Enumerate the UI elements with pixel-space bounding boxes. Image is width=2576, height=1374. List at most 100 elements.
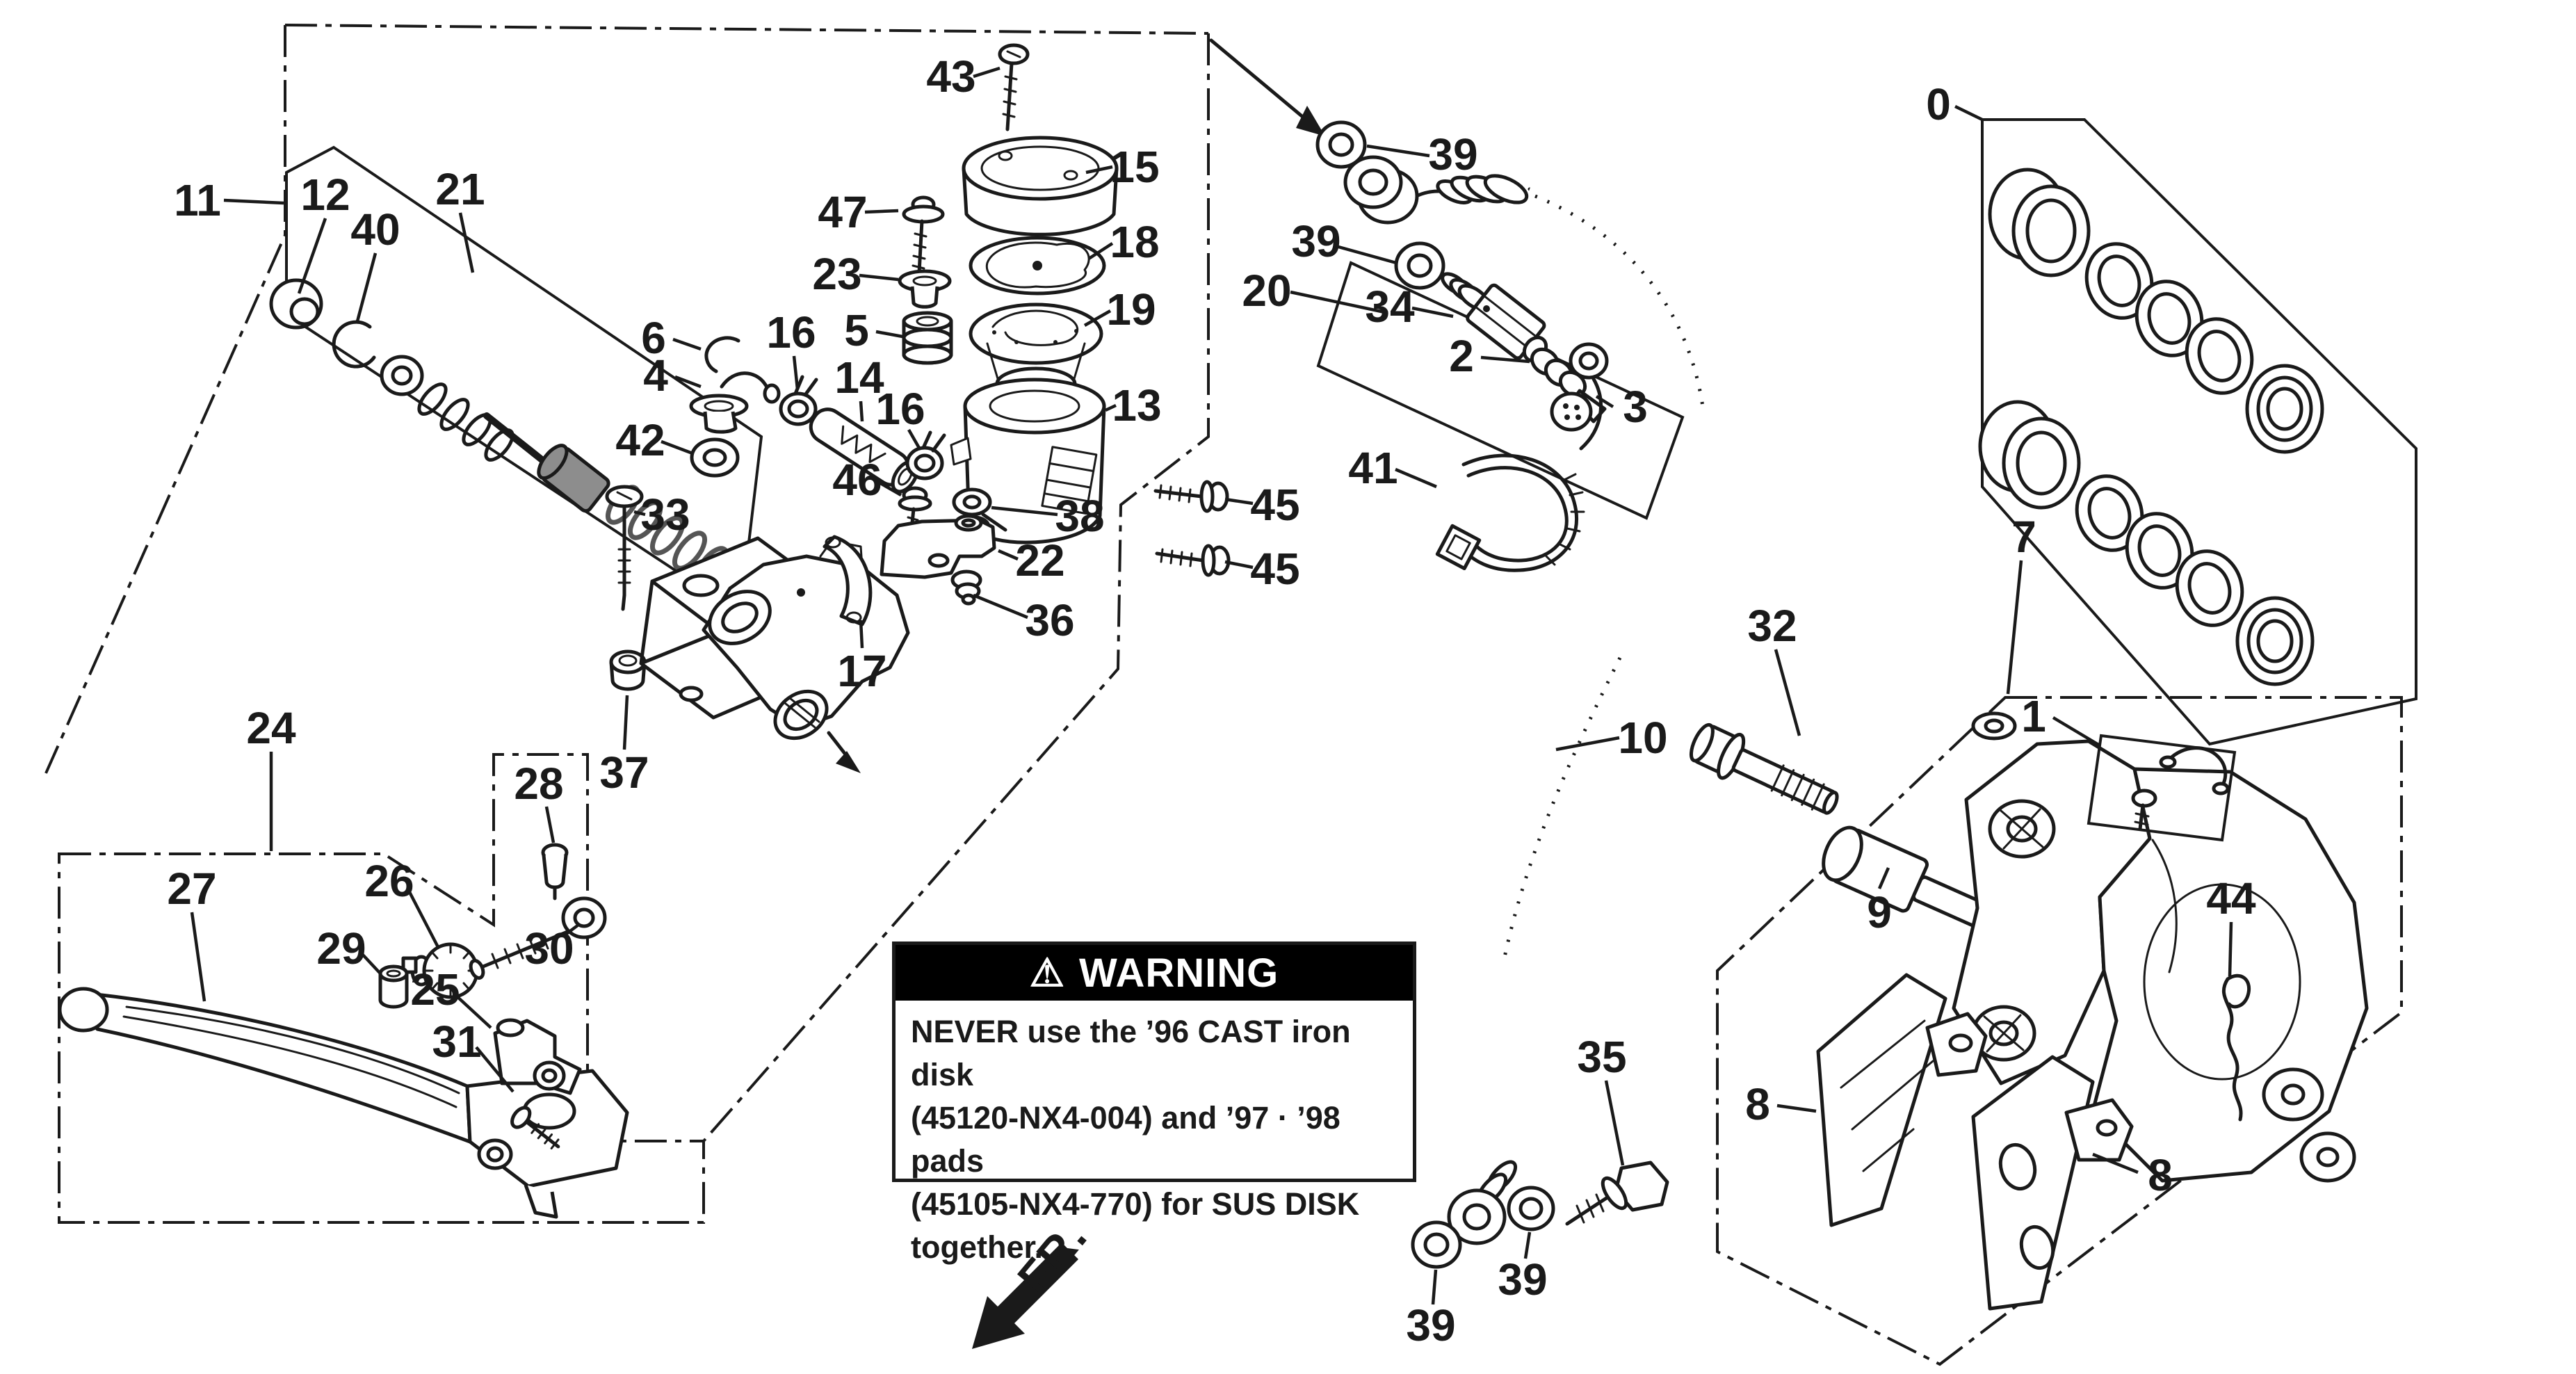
callout-leader-8 bbox=[1776, 1104, 1817, 1113]
callout-27: 27 bbox=[167, 864, 216, 914]
part-lever-latch bbox=[493, 1018, 582, 1095]
part-bleeder-cap bbox=[1550, 342, 1609, 451]
callout-45: 45 bbox=[1250, 480, 1299, 530]
part-cap-screw bbox=[998, 43, 1030, 131]
callout-16: 16 bbox=[875, 384, 925, 434]
part-master-piston bbox=[537, 444, 610, 513]
hose-direction-arrow bbox=[1209, 38, 1325, 136]
callout-40: 40 bbox=[350, 204, 400, 254]
part-hose-fitting-top bbox=[1343, 155, 1529, 225]
part-brake-hose bbox=[1473, 184, 1715, 1223]
part-oil-bolt-washer-a bbox=[1315, 120, 1367, 169]
callout-leader-0 bbox=[1954, 104, 1983, 122]
callout-leader-44 bbox=[2228, 921, 2233, 977]
callout-21: 21 bbox=[435, 164, 485, 214]
callout-leader-43 bbox=[973, 66, 1001, 79]
callout-24: 24 bbox=[246, 703, 296, 753]
callout-3: 3 bbox=[1623, 382, 1648, 432]
part-piston-spring bbox=[417, 382, 551, 468]
callout-leader-39 bbox=[1366, 144, 1430, 158]
part-adjuster-spacer bbox=[378, 964, 409, 1009]
part-diaphragm-plate bbox=[969, 236, 1106, 296]
part-tube-clamp-b bbox=[905, 430, 946, 480]
warning-box: ⚠ WARNING NEVER use the ’96 CAST iron di… bbox=[892, 941, 1416, 1265]
callout-leader-8 bbox=[2092, 1152, 2139, 1174]
callout-17: 17 bbox=[837, 646, 886, 696]
callout-37: 37 bbox=[599, 747, 649, 798]
callout-9: 9 bbox=[1867, 887, 1892, 937]
callout-43: 43 bbox=[926, 51, 975, 102]
group-outline-caliper bbox=[1716, 696, 2403, 1366]
callout-leader-38 bbox=[991, 506, 1058, 517]
callout-leader-28 bbox=[544, 806, 556, 843]
part-mount-screw-b bbox=[1155, 544, 1231, 577]
callout-leader-9 bbox=[1877, 867, 1890, 889]
callout-33: 33 bbox=[640, 490, 690, 540]
part-retainer-pin bbox=[2221, 973, 2251, 1122]
part-mount-screw-a bbox=[1153, 480, 1229, 513]
part-brake-pad-left bbox=[1816, 973, 1988, 1227]
callout-28: 28 bbox=[514, 759, 563, 809]
callout-leader-37 bbox=[622, 695, 629, 750]
callout-6: 6 bbox=[641, 313, 666, 363]
callout-leader-30 bbox=[563, 923, 580, 937]
part-sealing-washer bbox=[690, 437, 740, 478]
callout-44: 44 bbox=[2206, 873, 2256, 923]
callout-29: 29 bbox=[316, 923, 366, 973]
part-piston-seal-set bbox=[1978, 168, 2324, 686]
callout-5: 5 bbox=[844, 305, 869, 355]
part-piston-stop-ring bbox=[269, 278, 323, 330]
callout-25: 25 bbox=[410, 964, 460, 1015]
part-oil-bolt bbox=[1565, 1161, 1669, 1226]
callout-15: 15 bbox=[1110, 142, 1159, 192]
warning-title: WARNING bbox=[1078, 950, 1279, 996]
callout-leader-1 bbox=[2052, 716, 2101, 747]
callout-0: 0 bbox=[1926, 79, 1951, 129]
callout-34: 34 bbox=[1365, 282, 1415, 332]
part-adjuster-dial bbox=[401, 942, 479, 999]
group-outline-piston-kit bbox=[285, 145, 763, 616]
part-banjo-washer-d bbox=[1411, 1220, 1462, 1269]
callout-leader-2 bbox=[1480, 355, 1530, 364]
callout-leader-39 bbox=[1431, 1269, 1438, 1305]
warning-icon: ⚠ bbox=[1029, 951, 1065, 994]
callout-leader-36 bbox=[973, 593, 1028, 620]
callout-leader-12 bbox=[297, 218, 327, 294]
part-pad-pin-kit bbox=[2087, 734, 2237, 842]
callout-leader-22 bbox=[998, 549, 1019, 561]
callout-19: 19 bbox=[1106, 284, 1156, 334]
callout-2: 2 bbox=[1449, 331, 1474, 381]
callout-leader-27 bbox=[190, 912, 206, 1002]
callout-20: 20 bbox=[1242, 266, 1291, 316]
callout-35: 35 bbox=[1577, 1032, 1626, 1082]
callout-leader-21 bbox=[458, 212, 475, 273]
part-brake-pad-right bbox=[1971, 1055, 2134, 1311]
callout-leader-3 bbox=[1595, 395, 1614, 408]
callout-leader-26 bbox=[407, 889, 439, 948]
callout-leader-7 bbox=[2006, 560, 2023, 695]
callout-leader-11 bbox=[223, 198, 284, 205]
callout-32: 32 bbox=[1747, 601, 1797, 651]
part-latch-collar bbox=[477, 1138, 513, 1170]
callout-leader-23 bbox=[859, 273, 899, 282]
part-joint-bush bbox=[902, 311, 953, 365]
callout-leader-33 bbox=[633, 510, 646, 517]
callout-leader-16 bbox=[792, 355, 800, 390]
callout-leader-18 bbox=[1087, 242, 1114, 260]
callout-leader-31 bbox=[475, 1046, 515, 1093]
callout-47: 47 bbox=[818, 187, 867, 237]
group-outline-seal-set bbox=[1981, 118, 2417, 746]
callout-leader-19 bbox=[1083, 309, 1112, 327]
callout-leader-32 bbox=[1774, 649, 1801, 736]
callout-8: 8 bbox=[2148, 1150, 2173, 1200]
part-lever-pivot-bolt bbox=[605, 485, 644, 611]
callout-22: 22 bbox=[1015, 535, 1064, 585]
part-reservoir-tube bbox=[809, 407, 919, 494]
part-oil-elbow-joint bbox=[689, 371, 781, 434]
callout-7: 7 bbox=[2011, 512, 2036, 562]
part-hose-clip bbox=[704, 336, 740, 373]
callout-leader-40 bbox=[355, 252, 378, 322]
callout-leader-35 bbox=[1604, 1080, 1625, 1166]
callout-45: 45 bbox=[1250, 544, 1299, 594]
